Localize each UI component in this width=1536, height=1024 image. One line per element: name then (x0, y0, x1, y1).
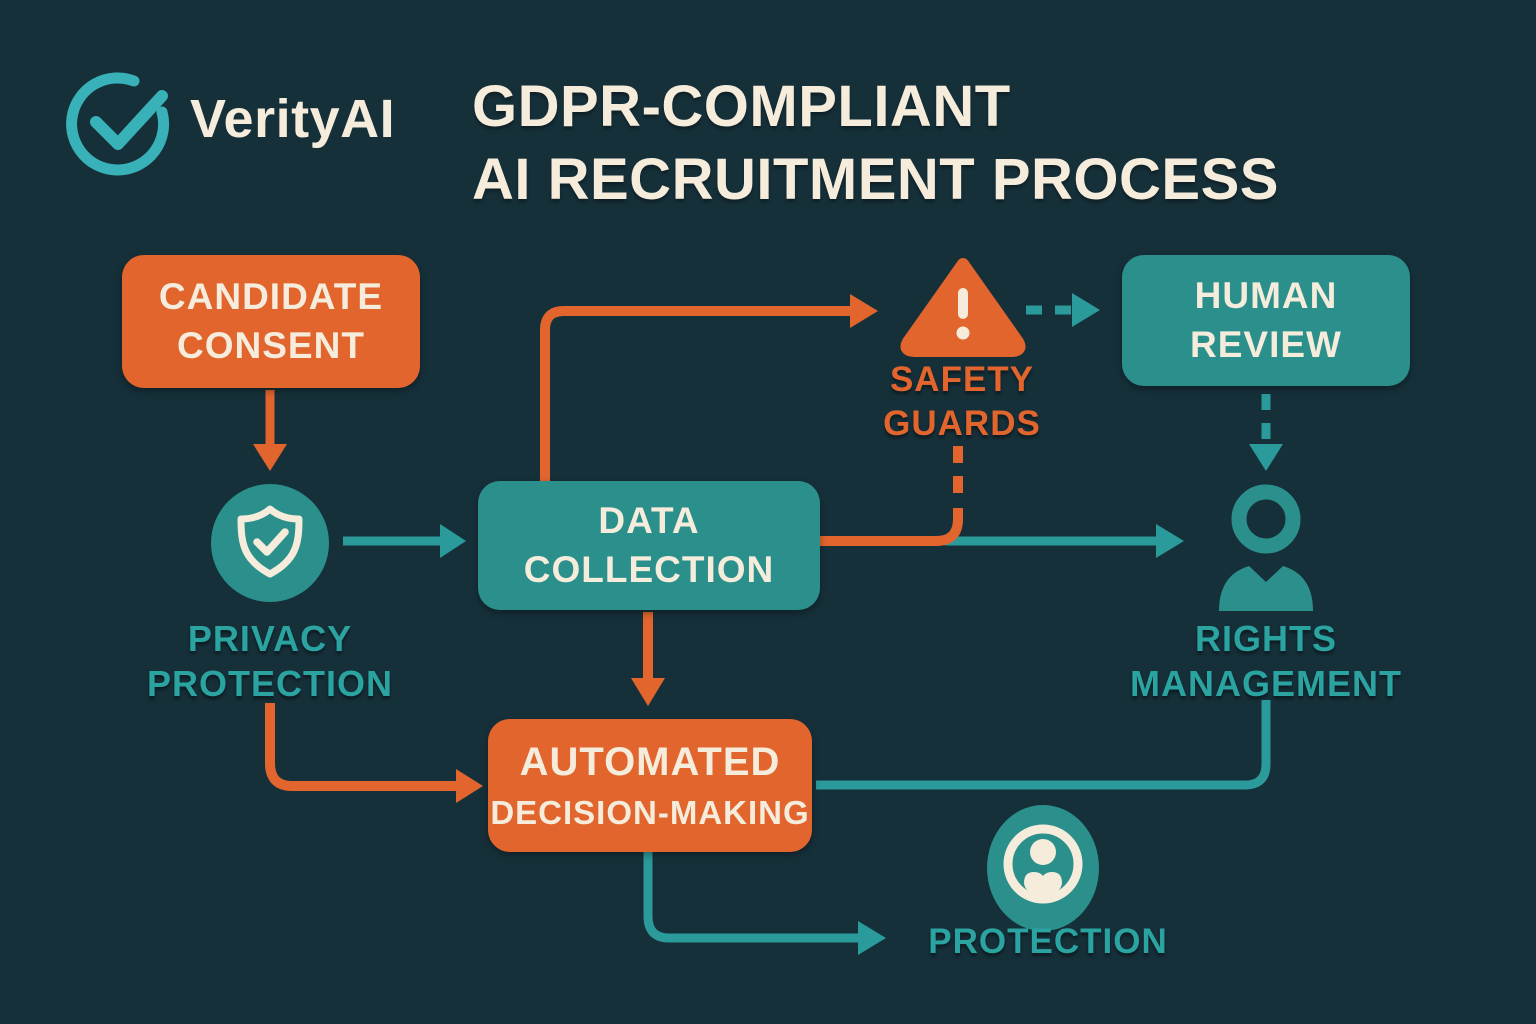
connector-data-to-safety-arrow (540, 294, 878, 484)
warning-triangle-icon (900, 258, 1026, 357)
safety-guards-label: SAFETY GUARDS (883, 360, 1041, 444)
node-human-review-label: HUMAN REVIEW (1190, 275, 1342, 365)
connector-rights-to-automated-line (816, 700, 1271, 790)
protection-label: PROTECTION (928, 922, 1168, 961)
connector-candidate-to-privacy-arrow (253, 390, 287, 471)
connector-data-to-automated-arrow (631, 612, 665, 706)
privacy-protection-label: PRIVACY PROTECTION (146, 618, 393, 705)
node-automated-decision-making: AUTOMATED DECISION-MAKING (488, 719, 812, 852)
connector-privacy-to-data-arrow (343, 524, 466, 558)
node-data-collection: DATA COLLECTION (478, 481, 820, 610)
shield-check-icon (211, 484, 329, 602)
checkmark-circle-icon (66, 72, 170, 176)
user-badge-icon (987, 805, 1099, 931)
connector-data-to-rights-arrow (945, 524, 1184, 558)
connector-privacy-to-automated-arrow (265, 703, 483, 803)
connector-automated-to-protection-arrow (643, 852, 886, 955)
node-candidate-consent: CANDIDATE CONSENT (122, 255, 420, 388)
rights-management-label: RIGHTS MANAGEMENT (1130, 618, 1402, 705)
brand-name: VerityAI (190, 89, 396, 149)
connector-safety-to-human-arrow (1026, 293, 1100, 327)
node-data-collection-label: DATA COLLECTION (523, 500, 775, 590)
node-automated-label-line1: AUTOMATED (519, 740, 781, 785)
person-icon (1219, 484, 1313, 611)
connector-data-to-safety-merge-line (820, 446, 963, 546)
connector-human-to-rights-arrow (1249, 394, 1283, 471)
page-title: GDPR-COMPLIANT AI RECRUITMENT PROCESS (472, 74, 1279, 213)
node-candidate-consent-label: CANDIDATE CONSENT (158, 276, 384, 366)
node-automated-label-line2: DECISION-MAKING (490, 794, 810, 832)
node-human-review: HUMAN REVIEW (1122, 255, 1410, 386)
